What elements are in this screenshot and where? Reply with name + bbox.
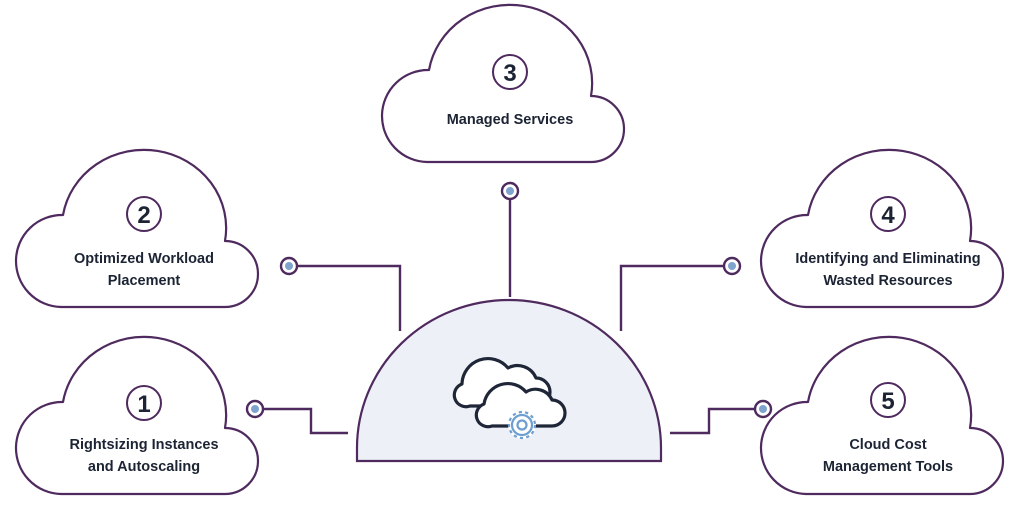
number-badge-2 [126, 196, 162, 232]
number-badge-4 [870, 196, 906, 232]
node-2: 2 Optimized Workload Placement [14, 148, 260, 309]
number-2: 2 [137, 202, 150, 229]
node-3: 3 Managed Services [380, 3, 626, 164]
label-4-line-1: Identifying and Eliminating [795, 251, 980, 267]
label-3-line-1: Managed Services [447, 112, 574, 128]
dot-4 [722, 256, 742, 276]
label-1-line-1: Rightsizing Instances [69, 437, 218, 453]
connector-1 [263, 407, 348, 435]
connector-5 [670, 407, 755, 435]
node-1: 1 Rightsizing Instances and Autoscaling [14, 335, 260, 496]
label-5-line-1: Cloud Cost [849, 437, 926, 453]
connectors [263, 199, 755, 435]
number-5: 5 [881, 388, 894, 415]
label-5-line-2: Management Tools [823, 459, 953, 475]
label-1-line-2: and Autoscaling [88, 459, 200, 475]
label-2-line-1: Optimized Workload [74, 251, 214, 267]
cloud-gear-icon [452, 357, 567, 440]
number-badge-3 [492, 54, 528, 90]
dot-5 [753, 399, 773, 419]
number-3: 3 [503, 60, 516, 87]
label-2-line-2: Placement [108, 273, 181, 289]
number-badge-5 [870, 382, 906, 418]
number-4: 4 [881, 202, 895, 229]
connector-4 [619, 264, 724, 331]
node-5: 5 Cloud Cost Management Tools [759, 335, 1005, 496]
gear-icon [507, 410, 537, 440]
number-1: 1 [137, 391, 150, 418]
dot-3 [500, 181, 520, 201]
connector-2 [297, 264, 402, 331]
front-cloud-icon [474, 381, 567, 429]
label-4-line-2: Wasted Resources [823, 273, 952, 289]
dot-2 [279, 256, 299, 276]
connector-dots [245, 181, 773, 419]
number-badge-1 [126, 385, 162, 421]
dot-1 [245, 399, 265, 419]
node-4: 4 Identifying and Eliminating Wasted Res… [759, 148, 1005, 309]
